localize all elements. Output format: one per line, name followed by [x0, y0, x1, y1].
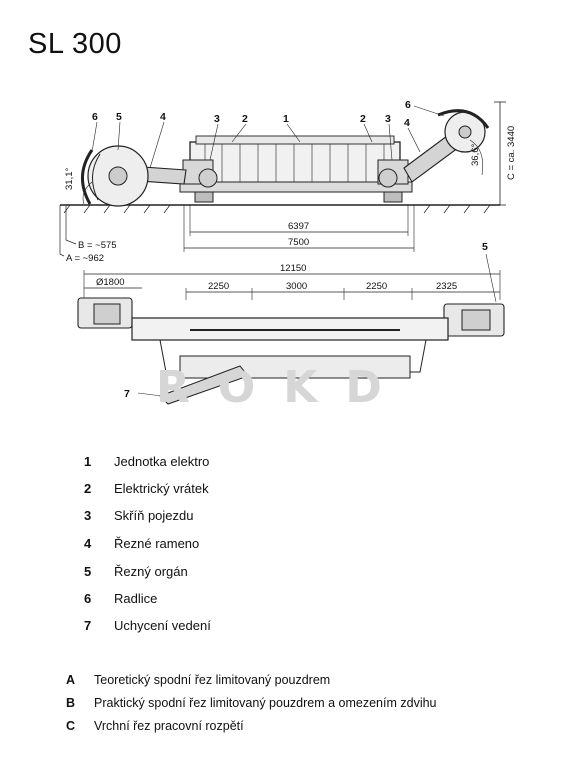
callout-1: 1 — [283, 113, 289, 125]
callout-7: 7 — [124, 388, 130, 400]
legend-key: 5 — [84, 564, 92, 579]
ground-hatch — [63, 204, 491, 214]
leader-1 — [286, 123, 301, 143]
a-label: A = ~962 — [66, 253, 104, 264]
dim-1800: Ø1800 — [96, 277, 125, 288]
guide-mount — [159, 365, 249, 405]
plan-view — [77, 253, 505, 405]
leader-3-left — [209, 123, 219, 161]
plan-drum-left-core — [93, 303, 121, 325]
callout-4-left: 4 — [160, 111, 166, 123]
callout-5-plan: 5 — [482, 241, 488, 253]
leader-4-left — [149, 121, 165, 169]
angle-left-label: 31,1° — [64, 168, 75, 190]
electro-unit-top — [195, 135, 395, 145]
dim-12150: 12150 — [280, 263, 306, 274]
plough-left-inner — [92, 153, 101, 201]
dim-6397: 6397 — [288, 221, 309, 232]
leader-4-right — [407, 127, 421, 153]
letter-legend-key: B — [66, 696, 76, 710]
b-label: B = ~575 — [78, 240, 117, 251]
watermark-rokd: ROKD — [156, 362, 410, 413]
skid-right — [383, 191, 403, 203]
legend-key: 3 — [84, 508, 92, 523]
angle-right-label: 36,6° — [470, 144, 481, 166]
leader-2-right — [363, 123, 373, 143]
legend-key: 2 — [84, 481, 92, 496]
letter-legend-text: Praktický spodní řez limitovaný pouzdrem… — [94, 696, 437, 710]
callout-6-left: 6 — [92, 111, 98, 123]
legend-text: Řezné rameno — [114, 536, 200, 551]
angle-left-arc — [82, 181, 93, 205]
side-view — [59, 101, 506, 257]
legend-text: Jednotka elektro — [114, 454, 210, 469]
legend-key: 1 — [84, 454, 92, 469]
legend-key: 4 — [84, 536, 92, 551]
leader-2-left — [231, 123, 247, 143]
legend-text: Skříň pojezdu — [114, 508, 194, 523]
dim-2250b: 2250 — [366, 281, 387, 292]
callout-6-right: 6 — [405, 99, 411, 111]
legend-text: Uchycení vedení — [114, 618, 211, 633]
legend-text: Radlice — [114, 591, 158, 606]
plough-left — [81, 149, 94, 205]
cutting-drum-right-hub — [458, 125, 472, 139]
angle-right-arc — [469, 139, 484, 176]
leader-6-left — [91, 121, 98, 153]
chassis — [179, 181, 413, 193]
legend-key: 6 — [84, 591, 92, 606]
page-title: SL 300 — [28, 28, 122, 60]
legend-text: Řezný orgán — [114, 564, 188, 579]
plan-drum-right-core — [461, 309, 491, 331]
leader-7 — [137, 392, 163, 397]
leader-5-left — [117, 121, 121, 151]
height-c-label: C = ca. 3440 — [506, 126, 517, 180]
leader-6-right — [413, 105, 445, 117]
letter-legend-key: C — [66, 719, 76, 733]
leader-3-right — [388, 123, 393, 161]
leader-5-plan — [485, 253, 497, 303]
callout-2-left: 2 — [242, 113, 248, 125]
letter-legend-text: Vrchní řez pracovní rozpětí — [94, 719, 244, 733]
b-leader — [65, 205, 77, 245]
dim-2250a: 2250 — [208, 281, 229, 292]
callout-3-left: 3 — [214, 113, 220, 125]
letter-legend-text: Teoretický spodní řez limitovaný pouzdre… — [94, 673, 331, 687]
callout-2-right: 2 — [360, 113, 366, 125]
plan-right-bracket — [410, 339, 440, 373]
winch-left — [198, 168, 218, 188]
legend-key: 7 — [84, 618, 92, 633]
legend-text: Elektrický vrátek — [114, 481, 209, 496]
callout-5-left: 5 — [116, 111, 122, 123]
callout-3-right: 3 — [385, 113, 391, 125]
dim-3000: 3000 — [286, 281, 307, 292]
technical-drawing: 6 5 4 3 2 1 2 3 4 6 6397 7500 31,1° 36,6… — [59, 99, 517, 413]
skid-left — [194, 191, 214, 203]
callout-4-right: 4 — [404, 117, 410, 129]
winch-right — [378, 168, 398, 188]
letter-legend-key: A — [66, 673, 76, 687]
dim-7500: 7500 — [288, 237, 309, 248]
cutting-drum-left-hub — [108, 166, 128, 186]
plough-right — [437, 109, 490, 129]
plan-left-bracket — [140, 339, 180, 373]
electro-unit — [189, 141, 401, 185]
a-leader — [59, 205, 65, 257]
dim-2325: 2325 — [436, 281, 457, 292]
